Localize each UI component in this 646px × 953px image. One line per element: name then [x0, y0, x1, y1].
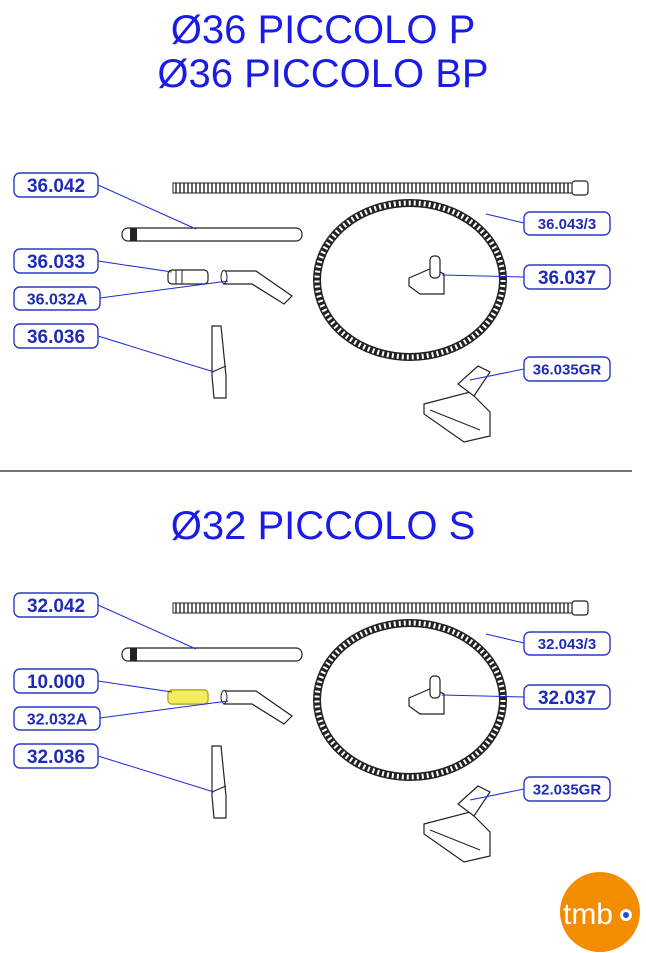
leader-line [441, 274, 525, 278]
part-number-label: 36.036 [27, 327, 85, 348]
logo-text: tmb [563, 898, 613, 931]
highlighted-connector [167, 689, 209, 705]
title-line-3: Ø32 PICCOLO S [170, 504, 476, 548]
part-number-label: 32.035GR [533, 781, 602, 798]
part-number-label: 36.035GR [533, 361, 602, 378]
part-number-label: 32.032A [27, 711, 88, 728]
leader-line [485, 213, 525, 224]
part-number-label: 36.037 [538, 268, 596, 289]
title-line-2: Ø36 PICCOLO BP [157, 52, 489, 96]
leader-line [97, 260, 173, 273]
part-label-box [523, 776, 611, 802]
part-label-box [523, 211, 611, 236]
part-label-box [13, 592, 99, 618]
part-number-label: 32.043/3 [538, 636, 596, 653]
part-label-box [13, 248, 99, 274]
part-number-label: 36.042 [27, 176, 85, 197]
part-number-label: 36.043/3 [538, 216, 596, 233]
section-1-art [122, 181, 588, 442]
part-number-label: 36.032A [27, 291, 88, 308]
leader-line [99, 700, 229, 719]
part-number-label: 36.033 [27, 252, 85, 273]
leader-line [97, 335, 215, 373]
part-label-box [523, 264, 611, 290]
leader-line [97, 755, 215, 793]
part-label-box [13, 323, 99, 349]
title-line-1: Ø36 PICCOLO P [170, 8, 476, 52]
part-label-box [523, 631, 611, 656]
part-label-box [13, 706, 101, 731]
leader-line [99, 280, 229, 299]
leader-line [97, 604, 197, 650]
leader-line [485, 633, 525, 644]
part-number-label: 32.037 [538, 688, 596, 709]
leader-line [441, 694, 525, 698]
part-number-label: 32.036 [27, 747, 85, 768]
part-label-box [13, 743, 99, 769]
leader-line [97, 184, 197, 230]
part-label-box [523, 684, 611, 710]
part-number-label: 32.042 [27, 596, 85, 617]
section-2-art [122, 601, 588, 862]
part-label-box [523, 356, 611, 382]
leader-line [97, 680, 173, 693]
tmb-logo: tmb [560, 872, 640, 952]
part-label-box [13, 172, 99, 198]
leader-line [469, 788, 525, 801]
leader-line [469, 368, 525, 381]
part-label-box [13, 668, 99, 694]
part-label-box [13, 286, 101, 311]
part-number-label: 10.000 [27, 672, 85, 693]
